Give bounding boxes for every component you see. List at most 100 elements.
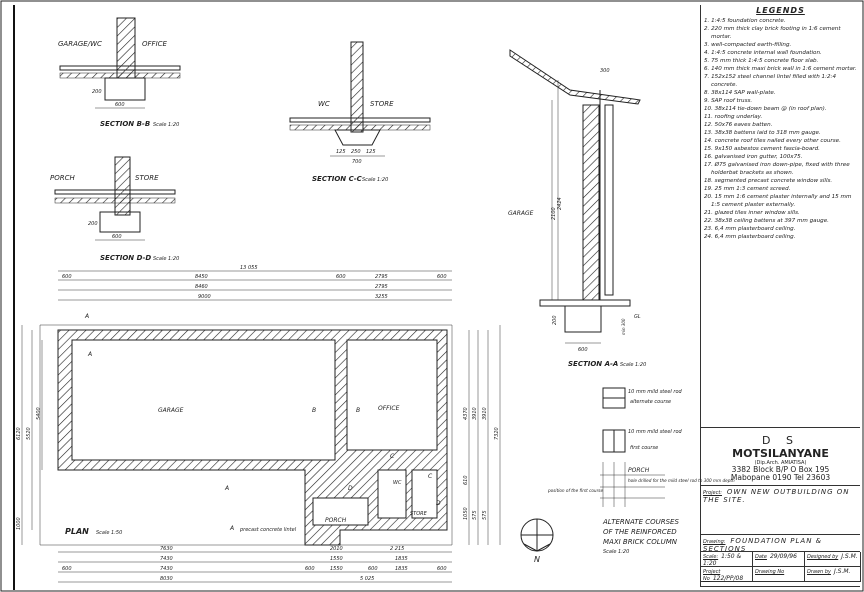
room-label-office: OFFICE bbox=[378, 405, 400, 412]
section-scale: Scale 1:20 bbox=[153, 256, 179, 262]
section-marker: A bbox=[224, 485, 229, 492]
designed-label: Designed by bbox=[807, 554, 839, 560]
dimension: 600 bbox=[305, 566, 315, 572]
project-field: Project: OWN NEW OUTBUILDING ON THE SITE… bbox=[701, 485, 860, 534]
designed-value: J.S.M. bbox=[841, 553, 858, 560]
firm-address-1: 3382 Block B/P O Box 195 bbox=[731, 465, 830, 474]
dimension: 300 bbox=[600, 68, 610, 74]
dimension: 8450 bbox=[195, 274, 208, 280]
dimension: 2795 bbox=[375, 274, 388, 280]
project-no-value: 122/PP/08 bbox=[712, 575, 744, 582]
dimension: 2795 bbox=[375, 284, 388, 290]
dimension: 700 bbox=[352, 159, 362, 165]
detail-note: 10 mm mild steel rod bbox=[628, 429, 683, 435]
dimension: 200 bbox=[552, 315, 558, 325]
legend-item: 11. roofing underlay. bbox=[704, 114, 763, 120]
dimension: 8030 bbox=[160, 576, 173, 582]
dimension: 600 bbox=[62, 566, 72, 572]
legend-heading: LEGENDS bbox=[756, 6, 805, 15]
room-label: STORE bbox=[370, 100, 394, 108]
firm-address-2: Mabopane 0190 Tel 23603 bbox=[730, 473, 831, 482]
room-label-garage: GARAGE bbox=[158, 407, 184, 414]
legend-item: 17. Ø75 galvanised iron down-pipe, fixed… bbox=[704, 162, 850, 176]
lintel-note: precast concrete lintel bbox=[239, 527, 297, 533]
section-title: SECTION D-D bbox=[100, 254, 151, 262]
detail-note: hole drilled for the mild steel rod to 3… bbox=[628, 478, 735, 483]
legend-item: 24. 6,4 mm plasterboard ceiling. bbox=[704, 234, 796, 240]
legend-item: 18. segmented precast concrete window si… bbox=[704, 178, 833, 184]
dimension: 3910 bbox=[482, 407, 488, 420]
dimension: 600 bbox=[115, 102, 125, 108]
dimension: 575 bbox=[472, 510, 478, 520]
dimension: 5520 bbox=[26, 427, 32, 440]
legend-item: 12. 50x76 eaves batten. bbox=[704, 122, 773, 128]
legend-item: 21. glazed tiles inner window sills. bbox=[704, 210, 800, 216]
drawing-label: Drawing: bbox=[703, 539, 726, 545]
room-label-porch: PORCH bbox=[325, 517, 347, 524]
dimension: 2 215 bbox=[390, 546, 404, 552]
dimension: 600 bbox=[112, 234, 122, 240]
section-d-d: PORCH STORE 600 200 SECTION D-D Scale 1:… bbox=[50, 156, 179, 262]
north-label: N bbox=[534, 555, 540, 564]
room-label: OFFICE bbox=[142, 40, 168, 48]
drawing-field: Drawing: FOUNDATION PLAN & SECTIONS bbox=[701, 534, 860, 553]
detail-note: first course bbox=[630, 445, 658, 451]
dimension: 3910 bbox=[472, 407, 478, 420]
detail-scale: Scale 1:20 bbox=[603, 549, 629, 555]
legend-list: 1. 1:4:5 foundation concrete.2. 220 mm t… bbox=[704, 17, 857, 241]
section-marker: C bbox=[390, 453, 395, 460]
section-marker: A bbox=[84, 313, 89, 320]
firm-name: MOTSILANYANE bbox=[732, 447, 829, 460]
column-detail: 10 mm mild steel rod alternate course 10… bbox=[547, 387, 735, 555]
detail-label: PORCH bbox=[628, 467, 650, 474]
dimension: 1550 bbox=[330, 566, 343, 572]
dimension: 575 bbox=[482, 510, 488, 520]
project-value: OWN NEW OUTBUILDING ON THE SITE. bbox=[703, 488, 850, 504]
room-label-wc: WC bbox=[393, 480, 402, 486]
dimension: 2424 bbox=[557, 197, 563, 210]
legend-item: 23. 6,4 mm plasterboard ceiling. bbox=[704, 226, 796, 232]
legend-item: 13. 38x38 battens laid to 318 mm gauge. bbox=[704, 130, 821, 136]
dimension: 8460 bbox=[195, 284, 208, 290]
section-title: SECTION A-A bbox=[568, 360, 618, 368]
legend-item: 20. 15 mm 1:6 cement plaster internally … bbox=[704, 194, 852, 208]
section-marker: D bbox=[436, 500, 441, 507]
legend-item: 9. SAP roof truss. bbox=[704, 98, 753, 104]
dimension: 125 bbox=[336, 149, 346, 155]
room-label: PORCH bbox=[50, 174, 75, 182]
dimension: 3255 bbox=[375, 294, 388, 300]
plan-title: PLAN bbox=[65, 527, 89, 536]
project-label: Project: bbox=[703, 490, 722, 496]
dimension: 600 bbox=[437, 566, 447, 572]
drawing-no-field: Drawing No bbox=[753, 567, 805, 582]
detail-title: OF THE REINFORCED bbox=[603, 528, 677, 536]
room-label: WC bbox=[318, 100, 330, 108]
dimension: 600 bbox=[336, 274, 346, 280]
legend-item: 10. 38x114 tie-down beam @ (in roof plan… bbox=[704, 106, 827, 112]
section-title: SECTION B-B bbox=[100, 120, 150, 128]
dimension: 250 bbox=[351, 149, 361, 155]
dimension: 7430 bbox=[160, 566, 173, 572]
legend-item: 14. concrete roof tiles nailed every oth… bbox=[704, 138, 841, 144]
dimension: 6120 bbox=[16, 427, 22, 440]
legend-item: 1. 1:4:5 foundation concrete. bbox=[704, 18, 786, 24]
room-label: GARAGE bbox=[508, 210, 534, 217]
drawing-no-label: Drawing No bbox=[755, 569, 785, 575]
dimension: 125 bbox=[366, 149, 376, 155]
section-a-a: GARAGE 300 2100 2424 600 200 min 300 GL … bbox=[508, 49, 646, 368]
detail-note: 10 mm mild steel rod bbox=[628, 389, 683, 395]
ground-level-label: GL bbox=[634, 314, 641, 320]
section-title: SECTION C-C bbox=[312, 175, 363, 183]
legend-item: 8. 38x114 SAP wall-plate. bbox=[704, 90, 776, 96]
date-value: 29/09/96 bbox=[769, 553, 797, 560]
legend-item: 6. 140 mm thick maxi brick wall in 1:6 c… bbox=[704, 66, 857, 72]
dimension: 610 bbox=[463, 475, 469, 485]
scale-label: Scale: bbox=[703, 554, 719, 560]
plan-scale: Scale 1:50 bbox=[96, 530, 122, 536]
section-marker: A bbox=[87, 351, 92, 358]
dimension: 600 bbox=[578, 347, 588, 353]
legend-item: 16. galvanised iron gutter, 100x75. bbox=[704, 154, 803, 160]
